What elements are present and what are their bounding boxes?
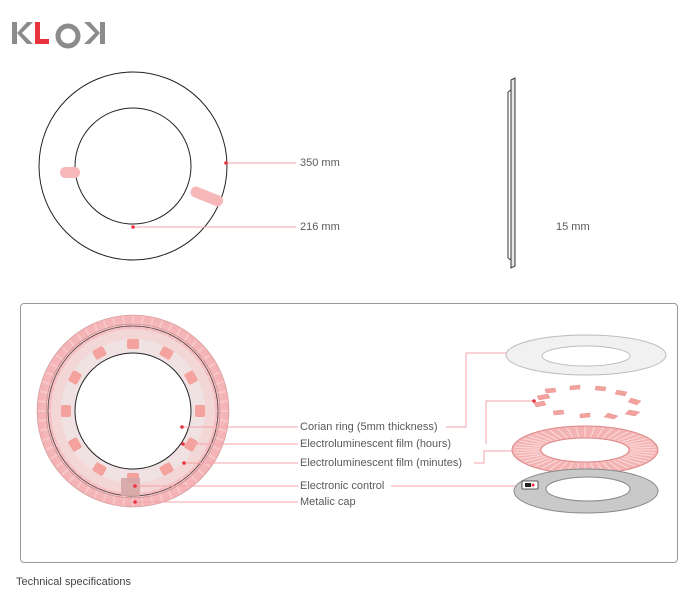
assembled-ring [36, 314, 230, 508]
inner-diameter-label: 216 mm [300, 221, 340, 233]
outer-ring-outline [38, 71, 228, 261]
right-tab [190, 186, 224, 207]
metalic-cap-label: Metalic cap [300, 496, 356, 508]
exploded-corian-ring [505, 334, 667, 376]
electronic-control-label: Electronic control [300, 480, 385, 492]
control-square [121, 478, 140, 496]
thickness-label: 15 mm [556, 221, 590, 233]
caption: Technical specifications [16, 576, 131, 588]
exploded-el-film [511, 425, 659, 475]
technical-panel [20, 303, 678, 563]
side-profile [507, 77, 516, 269]
el-minutes-label: Electroluminescent film (minutes) [300, 457, 462, 469]
inner-ring-outline [74, 107, 192, 225]
exploded-hour-segments [533, 384, 642, 420]
inner-dim-dot [131, 225, 135, 229]
exploded-metalic-cap [513, 468, 659, 514]
left-tab [60, 167, 80, 178]
outer-diameter-label: 350 mm [300, 157, 340, 169]
electronic-control-chip [521, 480, 539, 490]
el-hours-label: Electroluminescent film (hours) [300, 438, 451, 450]
corian-ring-label: Corian ring (5mm thickness) [300, 421, 438, 433]
klok-logo [12, 22, 105, 49]
outer-dim-dot [224, 161, 228, 165]
